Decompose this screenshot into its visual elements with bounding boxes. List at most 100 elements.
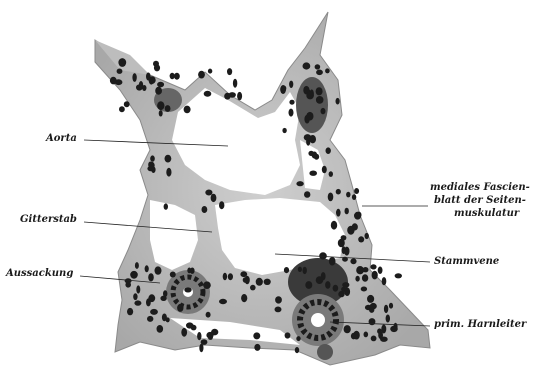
- cell-nucleus: [371, 336, 377, 342]
- cell-nucleus: [331, 221, 337, 230]
- cell-nucleus: [227, 68, 232, 75]
- cell-nucleus: [364, 332, 369, 338]
- cell-nucleus: [184, 106, 191, 114]
- cell-nucleus: [280, 85, 286, 94]
- cell-nucleus: [341, 235, 347, 240]
- cell-nucleus: [219, 299, 227, 304]
- cell-nucleus: [329, 257, 336, 266]
- cell-nucleus: [319, 252, 327, 259]
- cell-nucleus: [350, 258, 356, 264]
- label-fascie-1: mediales Fascien-: [430, 182, 530, 193]
- cell-nucleus: [159, 110, 163, 116]
- cell-nucleus: [241, 294, 247, 302]
- cell-nucleus: [369, 318, 376, 325]
- cell-nucleus: [170, 73, 175, 79]
- cell-nucleus: [127, 308, 133, 315]
- cell-nucleus: [316, 276, 324, 284]
- cell-nucleus: [157, 101, 164, 110]
- cell-nucleus: [256, 278, 263, 286]
- cell-nucleus: [150, 309, 158, 315]
- label-stammvene: Stammvene: [434, 256, 499, 267]
- cell-nucleus: [389, 303, 393, 309]
- cell-nucleus: [205, 190, 212, 196]
- cell-nucleus: [166, 317, 170, 322]
- cell-nucleus: [308, 151, 314, 156]
- cell-nucleus: [164, 203, 168, 209]
- cell-nucleus: [211, 194, 217, 202]
- cell-nucleus: [336, 209, 341, 217]
- cell-nucleus: [118, 58, 126, 67]
- cell-nucleus: [342, 282, 349, 288]
- cell-nucleus: [321, 108, 326, 114]
- cell-nucleus: [110, 77, 117, 85]
- cell-nucleus: [346, 192, 350, 198]
- cell-nucleus: [289, 81, 293, 88]
- cell-nucleus: [378, 267, 383, 274]
- cell-nucleus: [316, 70, 323, 76]
- cell-nucleus: [306, 138, 310, 146]
- cell-nucleus: [306, 92, 314, 100]
- cell-nucleus: [191, 325, 197, 331]
- cell-nucleus: [134, 300, 141, 305]
- cell-nucleus: [356, 266, 364, 274]
- cell-nucleus: [354, 188, 359, 194]
- cell-nucleus: [264, 279, 271, 285]
- cell-nucleus: [119, 106, 125, 112]
- cell-nucleus: [228, 273, 233, 280]
- cell-nucleus: [316, 87, 323, 95]
- cell-nucleus: [166, 168, 171, 177]
- cell-nucleus: [370, 264, 376, 269]
- cell-nucleus: [395, 273, 402, 278]
- cell-nucleus: [303, 62, 311, 69]
- cell-nucleus: [181, 328, 187, 337]
- cell-nucleus: [145, 265, 149, 272]
- cell-nucleus: [282, 128, 286, 133]
- cell-nucleus: [314, 154, 319, 160]
- cell-nucleus: [289, 100, 294, 105]
- cell-nucleus: [356, 212, 361, 218]
- cell-nucleus: [149, 76, 156, 84]
- cell-nucleus: [347, 226, 354, 235]
- cell-nucleus: [124, 101, 130, 107]
- cell-nucleus: [223, 273, 227, 280]
- cell-nucleus: [147, 316, 153, 322]
- cell-nucleus: [367, 295, 374, 303]
- cell-nucleus: [136, 84, 143, 90]
- cell-nucleus: [369, 307, 374, 313]
- cell-nucleus: [298, 267, 302, 272]
- cell-nucleus: [328, 193, 334, 202]
- cell-nucleus: [336, 98, 340, 105]
- cell-nucleus: [174, 73, 180, 80]
- cell-nucleus: [295, 347, 299, 353]
- cell-nucleus: [361, 287, 367, 292]
- cell-nucleus: [202, 206, 208, 213]
- cell-nucleus: [390, 326, 398, 332]
- cell-nucleus: [198, 71, 205, 79]
- cell-nucleus: [233, 79, 237, 88]
- cell-nucleus: [345, 208, 349, 215]
- cell-nucleus: [206, 312, 211, 318]
- cell-nucleus: [199, 344, 203, 352]
- cell-nucleus: [284, 267, 289, 273]
- cell-nucleus: [219, 201, 224, 209]
- cell-nucleus: [325, 281, 330, 289]
- cell-nucleus: [155, 87, 162, 95]
- cell-nucleus: [338, 291, 344, 297]
- cell-nucleus: [155, 266, 162, 274]
- cell-nucleus: [305, 281, 312, 289]
- cell-nucleus: [243, 277, 248, 283]
- cell-nucleus: [275, 296, 282, 303]
- cell-nucleus: [197, 332, 201, 340]
- cell-nucleus: [154, 64, 160, 71]
- cell-nucleus: [316, 96, 324, 104]
- cell-nucleus: [132, 73, 136, 82]
- label-aorta: Aorta: [46, 133, 77, 144]
- cell-nucleus: [352, 194, 356, 200]
- label-gitterstab: Gitterstab: [20, 214, 77, 225]
- cell-nucleus: [177, 304, 183, 312]
- cell-nucleus: [208, 69, 212, 74]
- cell-nucleus: [296, 181, 303, 186]
- cell-nucleus: [289, 109, 294, 117]
- cell-nucleus: [322, 166, 327, 174]
- cell-nucleus: [203, 281, 211, 289]
